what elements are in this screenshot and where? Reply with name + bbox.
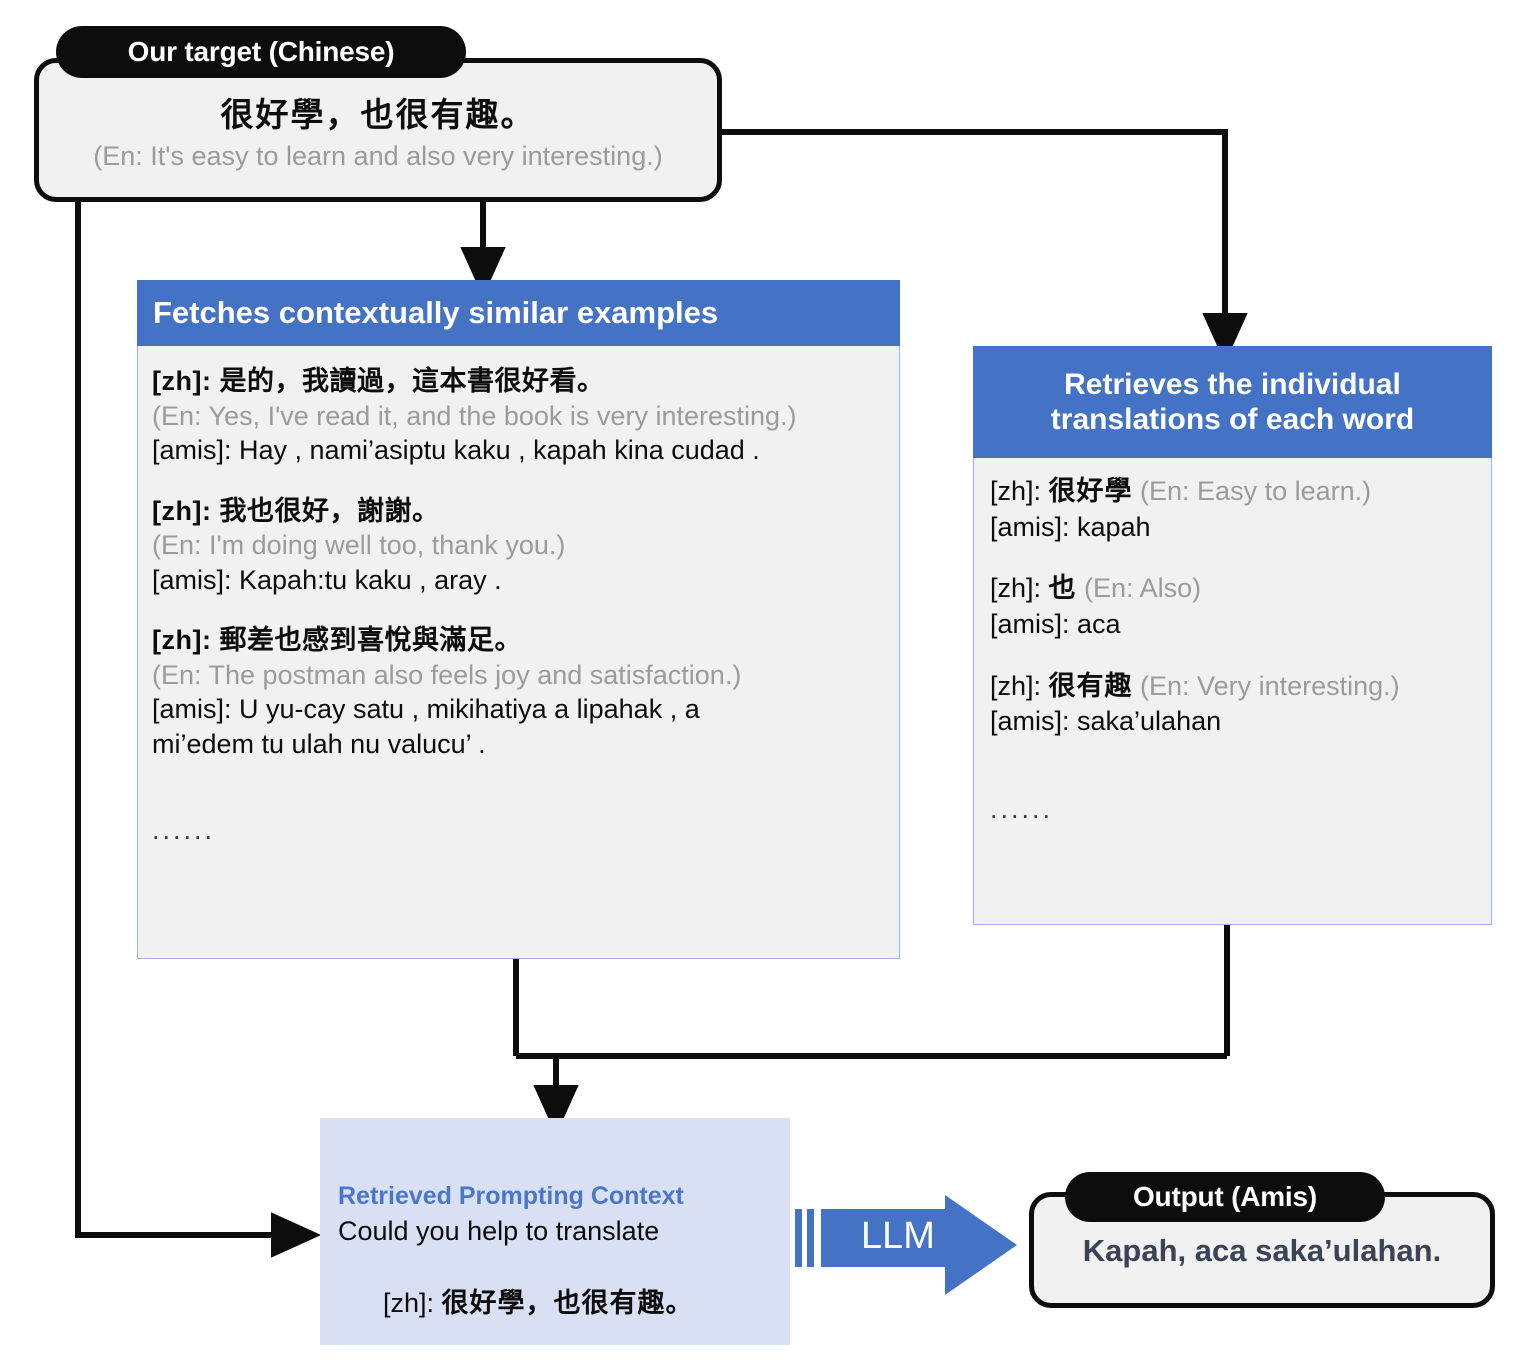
- retrieved-prompting-context-box: Retrieved Prompting Context Could you he…: [320, 1118, 790, 1345]
- target-chinese-text: 很好學，也很有趣。: [220, 96, 536, 133]
- context-lang-tag: [zh]:: [383, 1288, 442, 1319]
- target-label-pill: Our target (Chinese): [56, 26, 466, 78]
- word-entry: [zh]: 也 (En: Also) [amis]: aca: [990, 571, 1475, 642]
- example-en: (En: I'm doing well too, thank you.): [152, 530, 566, 561]
- fetches-examples-header: Fetches contextually similar examples: [137, 280, 900, 346]
- llm-bar-2: [807, 1209, 814, 1267]
- context-source-sentence: [zh]: 很好學，也很有趣。: [338, 1249, 790, 1358]
- example-zh: [zh]: 是的，我讀過，這本書很好看。: [152, 366, 605, 396]
- word-translations-header: Retrieves the individual translations of…: [973, 346, 1492, 458]
- word-entry-zh-word: 也: [1048, 573, 1077, 604]
- output-amis-text: Kapah, aca saka’ulahan.: [1082, 1233, 1442, 1268]
- word-translations-panel: Retrieves the individual translations of…: [973, 346, 1492, 925]
- example-item: [zh]: 我也很好，謝謝。 (En: I'm doing well too, …: [152, 494, 885, 598]
- example-amis: [amis]: Hay , nami’asiptu kaku , kapah k…: [152, 435, 760, 466]
- word-entry-zh-word: 很好學: [1048, 476, 1133, 506]
- word-entry: [zh]: 很有趣 (En: Very interesting.) [amis]…: [990, 669, 1475, 740]
- context-chinese-text: 很好學，也很有趣。: [441, 1288, 694, 1319]
- example-amis: [amis]: Kapah:tu kaku , aray .: [152, 564, 502, 595]
- llm-label: LLM: [861, 1214, 935, 1257]
- output-label-pill: Output (Amis): [1065, 1172, 1385, 1222]
- word-entry-zh: [zh]: 很有趣 (En: Very interesting.): [990, 669, 1475, 705]
- target-box: 很好學，也很有趣。 (En: It's easy to learn and al…: [34, 58, 722, 202]
- word-entry-zh: [zh]: 很好學 (En: Easy to learn.): [990, 474, 1475, 510]
- word-entry: [zh]: 很好學 (En: Easy to learn.) [amis]: k…: [990, 474, 1475, 545]
- example-item: [zh]: 是的，我讀過，這本書很好看。 (En: Yes, I've read…: [152, 364, 885, 468]
- spacer: [152, 787, 885, 813]
- example-en: (En: The postman also feels joy and sati…: [152, 659, 742, 690]
- word-entry-zh-word: 很有趣: [1048, 670, 1133, 701]
- example-zh: [zh]: 我也很好，謝謝。: [152, 495, 440, 526]
- example-zh: [zh]: 郵差也感到喜悅與滿足。: [152, 625, 522, 656]
- word-translations-body: [zh]: 很好學 (En: Easy to learn.) [amis]: k…: [973, 458, 1492, 925]
- example-amis: [amis]: U yu-cay satu , mikihatiya a lip…: [152, 694, 700, 759]
- fetches-examples-panel: Fetches contextually similar examples [z…: [137, 280, 900, 959]
- word-entry-en: (En: Easy to learn.): [1132, 476, 1372, 506]
- llm-arrow: [795, 1195, 1017, 1295]
- example-item: [zh]: 郵差也感到喜悅與滿足。 (En: The postman also …: [152, 623, 885, 761]
- examples-ellipsis: ......: [152, 815, 216, 846]
- word-entry-amis: [amis]: kapah: [990, 511, 1151, 542]
- llm-arrow-shape: [821, 1195, 1017, 1295]
- word-entry-amis: [amis]: aca: [990, 608, 1121, 639]
- word-entry-en: (En: Very interesting.): [1132, 670, 1400, 701]
- spacer: [990, 766, 1475, 792]
- word-entries-ellipsis: ......: [990, 793, 1054, 824]
- word-entry-zh-prefix: [zh]:: [990, 476, 1049, 506]
- word-entry-amis: [amis]: saka’ulahan: [990, 706, 1222, 737]
- word-entry-zh-prefix: [zh]:: [990, 670, 1049, 701]
- context-title: Retrieved Prompting Context: [338, 1182, 684, 1210]
- word-entry-zh-prefix: [zh]:: [990, 573, 1049, 604]
- llm-bar-1: [795, 1209, 802, 1267]
- context-instruction: Could you help to translate: [338, 1215, 660, 1246]
- word-entry-en: (En: Also): [1076, 573, 1202, 604]
- fetches-examples-body: [zh]: 是的，我讀過，這本書很好看。 (En: Yes, I've read…: [137, 346, 900, 959]
- word-entry-zh: [zh]: 也 (En: Also): [990, 571, 1475, 607]
- target-english-gloss: (En: It's easy to learn and also very in…: [93, 141, 663, 171]
- example-en: (En: Yes, I've read it, and the book is …: [152, 400, 797, 431]
